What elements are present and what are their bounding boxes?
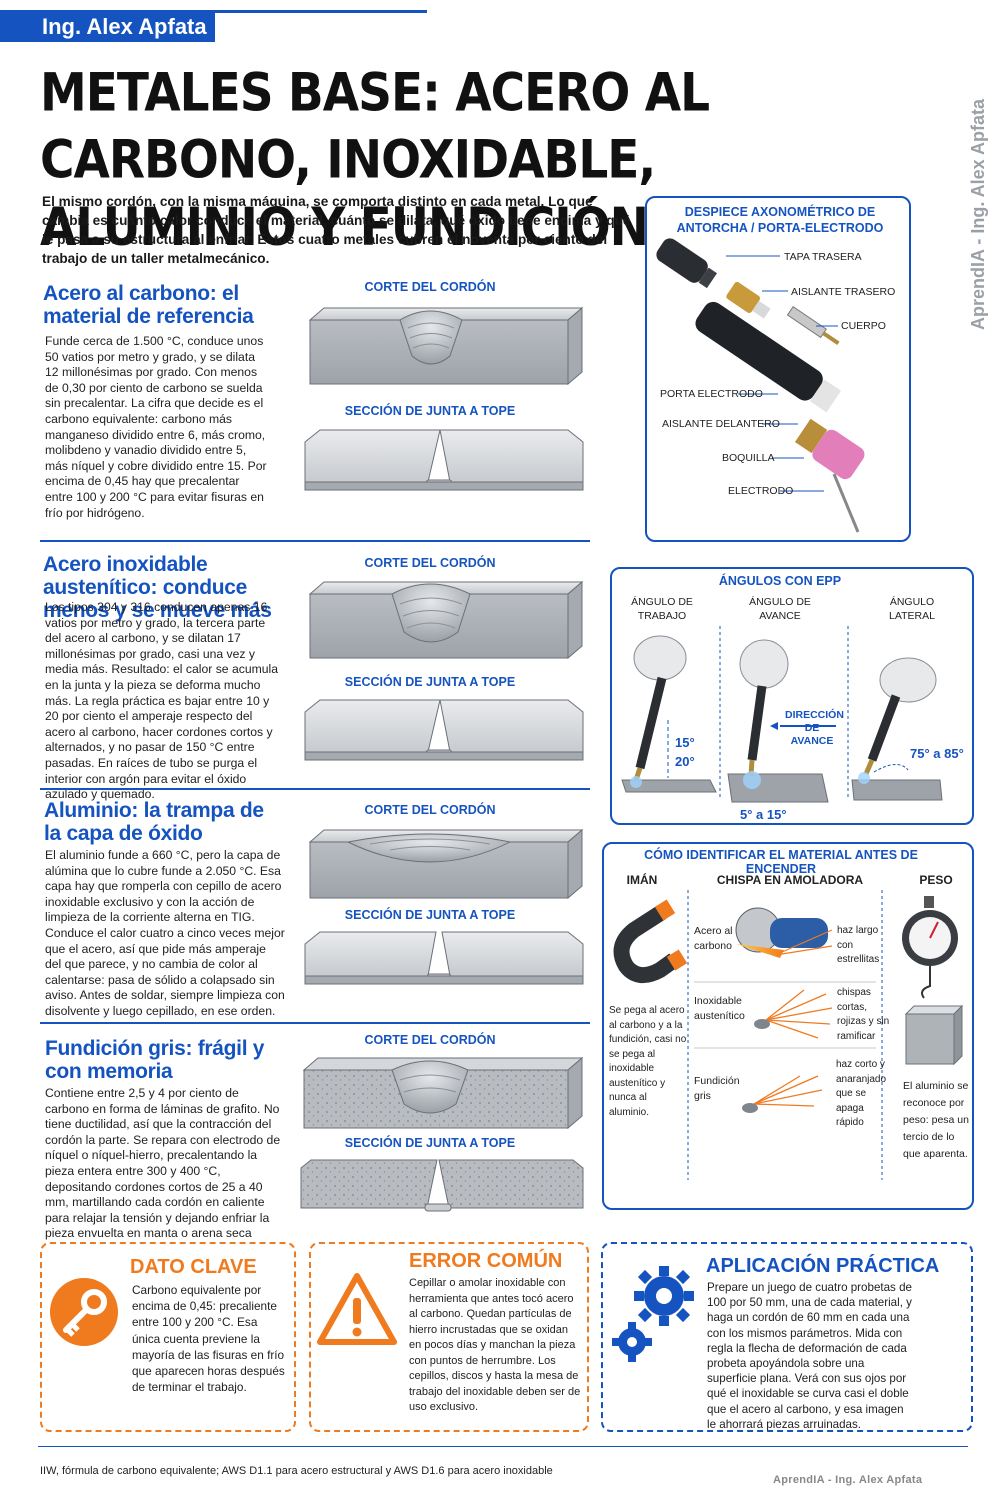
practical-application-title: APLICACIÓN PRÁCTICA xyxy=(706,1255,940,1277)
section-title-stainless: Acero inoxidable austenítico: conduce me… xyxy=(43,553,272,622)
spark-column-head: CHISPA EN AMOLADORA xyxy=(716,873,864,887)
identify-panel-title: CÓMO IDENTIFICAR EL MATERIAL ANTES DE EN… xyxy=(644,848,918,876)
spark-material-stainless: Inoxidable austenítico xyxy=(694,995,745,1022)
travel-direction-label: DIRECCIÓN DE AVANCE xyxy=(785,709,844,747)
section-body-cast-iron: Contiene entre 2,5 y 4 por ciento de car… xyxy=(45,1086,281,1256)
common-error-title: ERROR COMÚN xyxy=(409,1250,563,1272)
butt-joint-label: SECCIÓN DE JUNTA A TOPE xyxy=(344,908,516,922)
butt-joint-drawing-carbon xyxy=(304,429,584,491)
part-label-electrode-holder: PORTA ELECTRODO xyxy=(660,388,763,400)
vertical-watermark: AprendIA - Ing. Alex Apfata xyxy=(968,98,988,330)
travel-angle-value: 5° a 15° xyxy=(740,807,787,822)
gears-icon xyxy=(612,1266,694,1362)
spark-material-cast-iron: Fundición gris xyxy=(694,1075,740,1102)
work-angle-label: ÁNGULO DE TRABAJO xyxy=(631,596,693,622)
weight-column-head: PESO xyxy=(919,873,953,887)
practical-application-text: Prepare un juego de cuatro probetas de 1… xyxy=(707,1281,912,1431)
key-fact-title: DATO CLAVE xyxy=(130,1256,257,1278)
section-divider xyxy=(40,788,590,790)
magnet-column-head: IMÁN xyxy=(626,873,658,887)
bead-cut-drawing-aluminium xyxy=(308,828,584,900)
section-divider xyxy=(40,540,590,542)
section-title-carbon-steel: Acero al carbono: el material de referen… xyxy=(43,282,254,328)
warning-icon xyxy=(317,1273,397,1345)
part-label-back-cap: TAPA TRASERA xyxy=(784,251,862,263)
section-body-stainless: Los tipos 304 y 316 conducen apenas 16 v… xyxy=(45,600,279,802)
part-label-nozzle: BOQUILLA xyxy=(722,452,775,464)
common-error-text: Cepillar o amolar inoxidable con herrami… xyxy=(409,1277,581,1413)
butt-joint-label: SECCIÓN DE JUNTA A TOPE xyxy=(344,675,516,689)
section-title-cast-iron: Fundición gris: frágil y con memoria xyxy=(45,1037,265,1083)
author-tab-rule xyxy=(215,10,427,13)
work-angle-value-b: 20° xyxy=(675,754,695,769)
bead-cut-drawing-stainless xyxy=(308,580,584,660)
author-tab: Ing. Alex Apfata xyxy=(0,10,215,42)
spark-material-carbon: Acero al carbono xyxy=(694,925,733,952)
butt-joint-drawing-cast-iron xyxy=(300,1159,584,1212)
spark-desc-stainless: chispas cortas, rojizas y sin ramificar xyxy=(837,987,890,1042)
identify-drawing xyxy=(613,890,964,1180)
work-angle-value-a: 15° xyxy=(675,735,695,750)
section-body-aluminium: El aluminio funde a 660 °C, pero la capa… xyxy=(45,848,285,1018)
page-title: METALES BASE: ACERO AL CARBONO, INOXIDAB… xyxy=(40,62,710,259)
bead-cut-label: CORTE DEL CORDÓN xyxy=(364,803,496,817)
bead-cut-label: CORTE DEL CORDÓN xyxy=(364,280,496,294)
part-label-body: CUERPO xyxy=(841,320,886,332)
bead-cut-label: CORTE DEL CORDÓN xyxy=(364,1033,496,1047)
lateral-angle-value: 75° a 85° xyxy=(910,746,964,761)
bead-cut-drawing-cast-iron xyxy=(302,1056,584,1130)
bead-cut-label: CORTE DEL CORDÓN xyxy=(364,556,496,570)
angles-panel-title: ÁNGULOS CON EPP xyxy=(718,574,842,588)
footer-brand: AprendIA - Ing. Alex Apfata xyxy=(773,1474,923,1486)
angles-drawing xyxy=(621,626,943,803)
footer-references: IIW, fórmula de carbono equivalente; AWS… xyxy=(40,1465,553,1477)
weight-explanation: El aluminio se reconoce por peso: pesa u… xyxy=(903,1080,969,1160)
torch-panel-title: DESPIECE AXONOMÉTRICO DE ANTORCHA / PORT… xyxy=(676,205,884,235)
part-label-front-insulator: AISLANTE DELANTERO xyxy=(662,418,780,430)
footer-divider xyxy=(38,1446,968,1447)
section-body-carbon-steel: Funde cerca de 1.500 °C, conduce unos 50… xyxy=(45,334,267,520)
intro-paragraph: El mismo cordón, con la misma máquina, s… xyxy=(42,194,631,266)
butt-joint-label: SECCIÓN DE JUNTA A TOPE xyxy=(344,404,516,418)
part-label-rear-insulator: AISLANTE TRASERO xyxy=(791,286,896,298)
magnet-explanation: Se pega al acero al carbono y a la fundi… xyxy=(609,1005,687,1118)
travel-angle-label: ÁNGULO DE AVANCE xyxy=(749,596,811,622)
key-icon xyxy=(50,1278,118,1346)
lateral-angle-label: ÁNGULO LATERAL xyxy=(889,596,935,622)
section-divider xyxy=(40,1022,590,1024)
torch-drawing xyxy=(656,238,865,533)
key-fact-text: Carbono equivalente por encima de 0,45: … xyxy=(132,1283,285,1395)
bead-cut-drawing-carbon xyxy=(308,306,584,386)
part-label-electrode: ELECTRODO xyxy=(728,485,794,497)
spark-desc-carbon: haz largo con estrellitas xyxy=(837,925,880,965)
spark-desc-cast-iron: haz corto y anaranjado que se apaga rápi… xyxy=(836,1059,887,1128)
butt-joint-drawing-aluminium xyxy=(304,931,584,985)
butt-joint-label: SECCIÓN DE JUNTA A TOPE xyxy=(344,1136,516,1150)
butt-joint-drawing-stainless xyxy=(304,699,584,761)
section-title-aluminium: Aluminio: la trampa de la capa de óxido xyxy=(44,799,264,845)
